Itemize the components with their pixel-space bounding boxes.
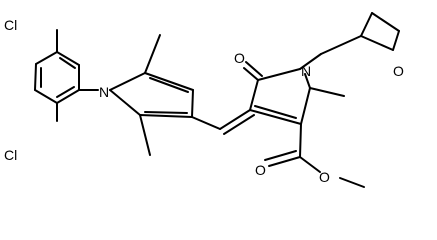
bond bbox=[268, 156, 301, 167]
bond bbox=[299, 156, 321, 173]
methylidene-bridge bbox=[191, 109, 255, 135]
nitrogen-atom-label: N bbox=[301, 63, 311, 79]
bond bbox=[245, 61, 263, 77]
bond bbox=[371, 12, 400, 32]
oxygen-atom-label: O bbox=[319, 169, 330, 185]
bond bbox=[56, 51, 80, 66]
bond bbox=[144, 34, 161, 74]
bond bbox=[191, 116, 221, 130]
oxygen-atom-label: O bbox=[393, 63, 404, 79]
nitrogen-atom-label: N bbox=[99, 84, 109, 100]
bond bbox=[139, 114, 193, 118]
methyl-ester-group bbox=[264, 123, 365, 188]
bond bbox=[56, 86, 75, 98]
bond bbox=[144, 72, 194, 91]
bond bbox=[35, 51, 58, 65]
oxygen-atom-label: O bbox=[255, 162, 266, 178]
bond bbox=[320, 35, 362, 55]
bond bbox=[392, 30, 400, 51]
bond bbox=[149, 77, 189, 93]
bond bbox=[223, 114, 255, 135]
bond bbox=[109, 72, 146, 91]
bond bbox=[191, 89, 194, 118]
bond bbox=[254, 105, 297, 119]
bond bbox=[309, 87, 345, 97]
bond bbox=[339, 177, 365, 188]
bond bbox=[59, 57, 76, 69]
bond bbox=[304, 73, 311, 89]
tetrahydrofurfuryl-group bbox=[299, 12, 400, 70]
bond bbox=[300, 87, 311, 125]
chlorine-atom-label: Cl bbox=[4, 147, 17, 163]
dichlorophenyl-ring bbox=[34, 29, 99, 122]
bond bbox=[249, 109, 302, 125]
bond bbox=[34, 63, 37, 91]
bond bbox=[360, 12, 373, 37]
bond bbox=[360, 35, 394, 51]
bond bbox=[257, 68, 301, 81]
bond bbox=[219, 109, 251, 130]
bond bbox=[139, 114, 151, 156]
bond bbox=[299, 123, 302, 158]
bond bbox=[56, 89, 80, 104]
molecule-structure: Cl Cl N N O O O O bbox=[4, 12, 404, 188]
bond bbox=[109, 89, 141, 116]
bond bbox=[249, 79, 259, 111]
bond bbox=[264, 150, 297, 161]
bond bbox=[243, 67, 259, 81]
bond bbox=[299, 53, 322, 70]
pyrrolinone-ring bbox=[243, 61, 345, 125]
bond bbox=[34, 89, 58, 104]
chlorine-atom-label: Cl bbox=[4, 17, 17, 33]
bond bbox=[144, 111, 188, 114]
dimethylpyrrole-ring bbox=[109, 34, 194, 156]
oxygen-atom-label: O bbox=[234, 50, 245, 66]
